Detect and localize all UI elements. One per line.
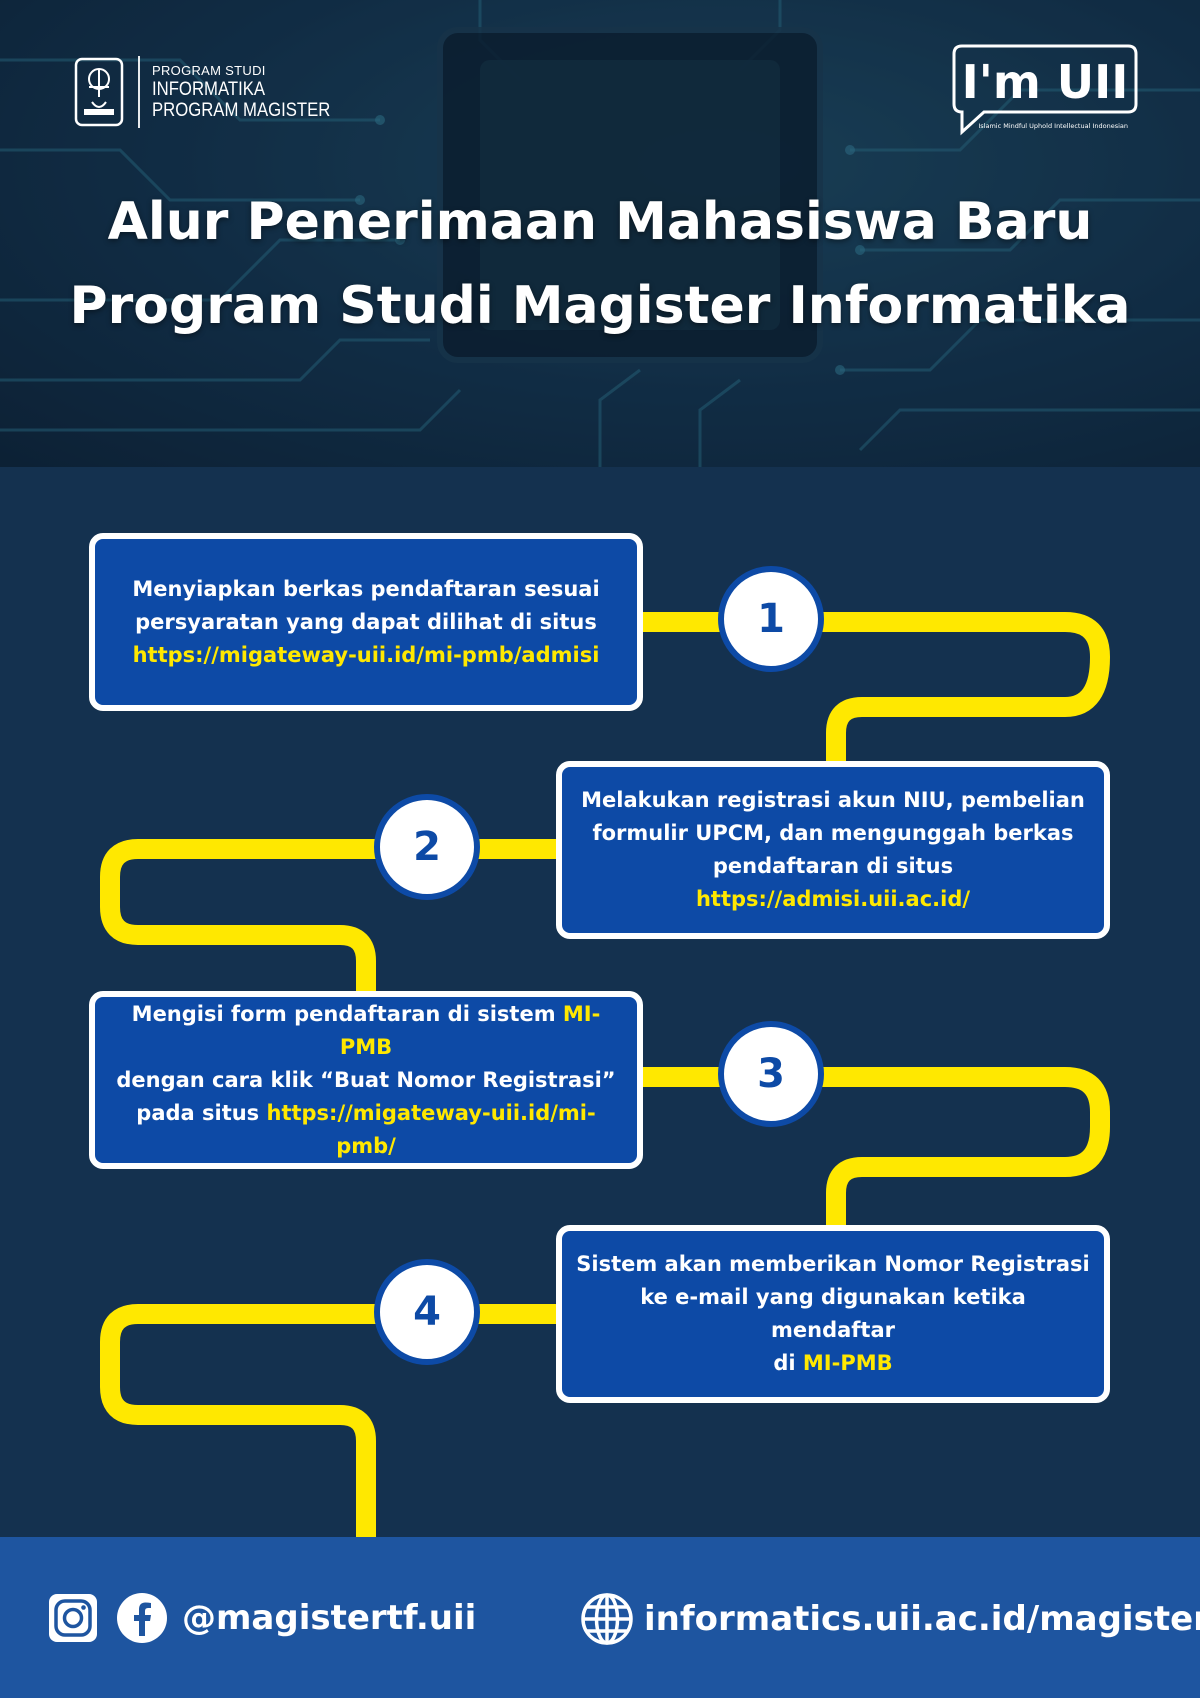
step-3-line3: pada situs: [136, 1100, 267, 1125]
step-3-box: Mengisi form pendaftaran di sistem MI-PM…: [89, 991, 643, 1169]
website-link[interactable]: informatics.uii.ac.id/magister: [644, 1599, 1200, 1639]
imuii-logo: I'm UII Islamic Mindful Uphold Intellect…: [952, 44, 1138, 136]
social-handle[interactable]: @magistertf.uii: [182, 1598, 477, 1638]
program-label: PROGRAM STUDI: [152, 63, 266, 78]
step-2-link[interactable]: https://admisi.uii.ac.id/: [695, 887, 971, 911]
uii-seal-icon: [74, 57, 124, 127]
step-1-number: 1: [718, 566, 824, 672]
footer: @magistertf.uii informatics.uii.ac.id/ma…: [0, 1537, 1200, 1698]
step-3-number: 3: [718, 1021, 824, 1127]
step-1-box: Menyiapkan berkas pendaftaran sesuai per…: [89, 533, 643, 711]
step-2-line1: Melakukan registrasi akun NIU, pembelian: [581, 788, 1085, 812]
process-flow: Menyiapkan berkas pendaftaran sesuai per…: [0, 467, 1200, 1537]
step-4-line1: Sistem akan memberikan Nomor Registrasi: [576, 1252, 1090, 1276]
step-1-line1: Menyiapkan berkas pendaftaran sesuai: [132, 576, 600, 601]
flow-connector-path: [100, 612, 1110, 1537]
step-2-line3: pendaftaran di situs: [712, 854, 954, 878]
step-1-link[interactable]: https://migateway-uii.id/mi-pmb/admisi: [132, 642, 600, 667]
step-2-line2: formulir UPCM, dan mengunggah berkas: [592, 821, 1074, 845]
step-4-line2: ke e-mail yang digunakan ketika mendafta…: [640, 1285, 1026, 1342]
program-name-line2: PROGRAM MAGISTER: [152, 100, 331, 121]
step-3-system-name: MI-PMB: [339, 1001, 601, 1059]
step-4-line3: di: [773, 1351, 803, 1375]
logo-divider: [138, 56, 140, 128]
step-2-box: Melakukan registrasi akun NIU, pembelian…: [556, 761, 1110, 939]
program-logo: PROGRAM STUDI INFORMATIKA PROGRAM MAGIST…: [74, 56, 355, 128]
imuii-logo-text: I'm UII: [962, 55, 1129, 109]
website-group: informatics.uii.ac.id/magister: [580, 1592, 1200, 1646]
page-title: Alur Penerimaan Mahasiswa Baru Program S…: [0, 180, 1200, 348]
header-banner: PROGRAM STUDI INFORMATIKA PROGRAM MAGIST…: [0, 0, 1200, 467]
instagram-icon[interactable]: [48, 1593, 98, 1643]
imuii-tagline: Islamic Mindful Uphold Intellectual Indo…: [978, 122, 1128, 130]
facebook-icon[interactable]: [116, 1592, 168, 1644]
step-3-line1: Mengisi form pendaftaran di sistem: [131, 1001, 563, 1026]
title-line2: Program Studi Magister Informatika: [69, 276, 1131, 336]
step-1-line2: persyaratan yang dapat dilihat di situs: [135, 609, 597, 634]
step-2-number: 2: [374, 794, 480, 900]
step-3-line2: dengan cara klik “Buat Nomor Registrasi”: [116, 1067, 616, 1092]
step-3-link[interactable]: https://migateway-uii.id/mi-pmb/: [266, 1100, 596, 1158]
globe-icon: [581, 1593, 633, 1645]
title-line1: Alur Penerimaan Mahasiswa Baru: [107, 192, 1093, 252]
step-4-number: 4: [374, 1259, 480, 1365]
social-media-group: @magistertf.uii: [48, 1592, 476, 1644]
program-name-line1: INFORMATIKA: [152, 79, 266, 100]
circuit-background: [0, 0, 1200, 467]
step-4-system-name: MI-PMB: [802, 1351, 893, 1375]
step-4-box: Sistem akan memberikan Nomor Registrasi …: [556, 1225, 1110, 1403]
